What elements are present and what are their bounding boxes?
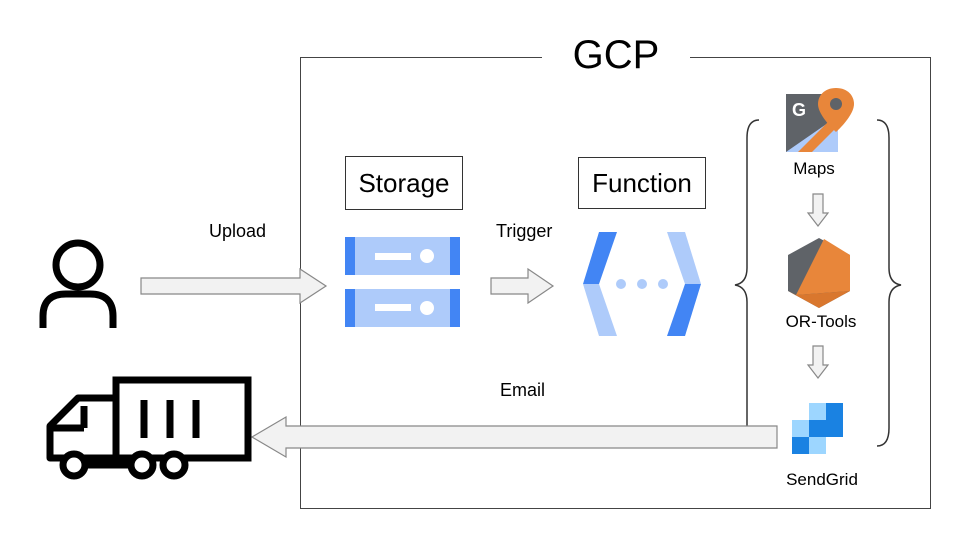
gcp-title: GCP (542, 30, 690, 80)
maps-to-ortools-arrow (806, 193, 830, 227)
svg-text:G: G (792, 100, 806, 120)
trigger-label: Trigger (496, 221, 553, 241)
function-label-box: Function (578, 157, 706, 209)
maps-label: Maps (793, 159, 835, 178)
left-brace (734, 119, 760, 447)
or-tools-icon (788, 238, 850, 308)
upload-label: Upload (209, 221, 267, 241)
user-icon (39, 239, 117, 328)
right-brace (876, 119, 902, 447)
ortools-to-sendgrid-arrow (806, 345, 830, 379)
maps-icon: G (786, 88, 854, 152)
trigger-arrow (490, 267, 555, 305)
function-label: Function (592, 167, 692, 198)
cloud-function-icon (583, 232, 701, 336)
storage-label-box: Storage (345, 156, 463, 210)
truck-icon (46, 376, 252, 480)
sendgrid-label: SendGrid (786, 470, 858, 489)
email-label: Email (500, 380, 546, 400)
email-arrow (250, 415, 778, 459)
storage-label: Storage (358, 167, 450, 198)
sendgrid-icon (792, 403, 843, 454)
storage-icon (345, 237, 460, 327)
or-tools-label: OR-Tools (785, 312, 857, 331)
upload-arrow (140, 267, 328, 305)
